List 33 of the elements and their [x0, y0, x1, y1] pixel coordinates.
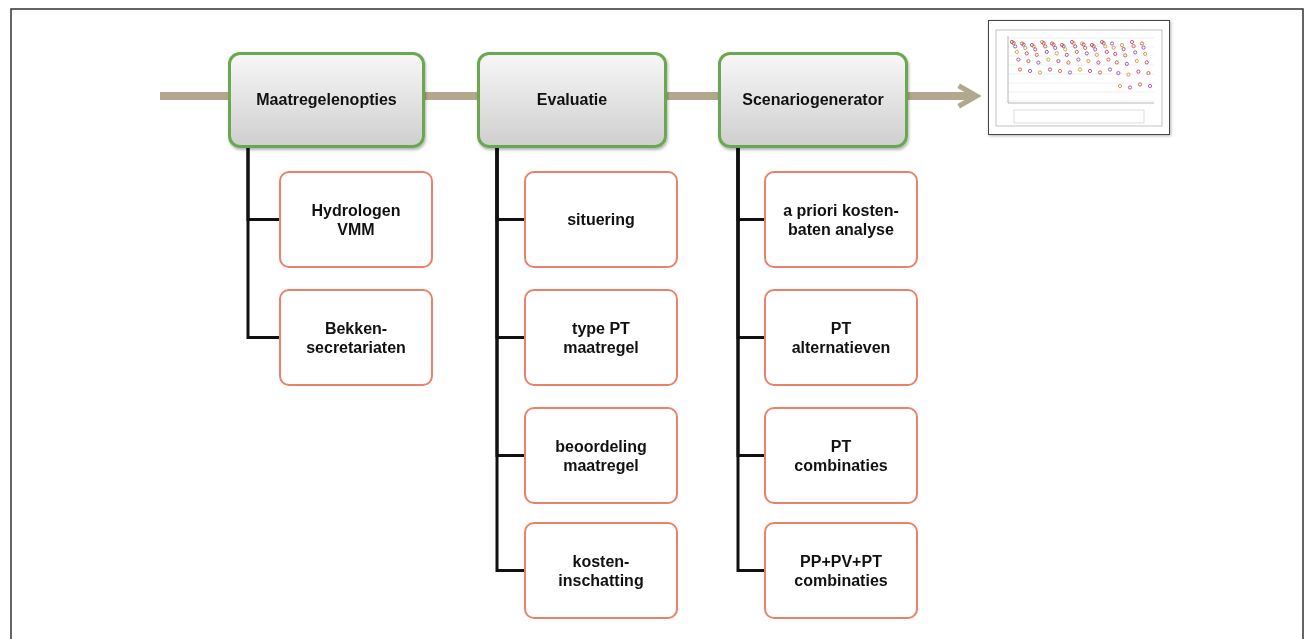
sub-item-box — [524, 522, 678, 619]
box-label: a priori kosten-baten analyse — [782, 200, 900, 239]
tree-connector — [736, 148, 764, 572]
box-label: type PT maatregel — [562, 318, 640, 357]
box-label: situering — [567, 210, 635, 229]
sub-item-box — [524, 289, 678, 386]
box-label: PT alternatieven — [790, 318, 892, 357]
process-box — [228, 52, 425, 148]
sub-item-box — [764, 171, 918, 268]
box-label: Evaluatie — [536, 91, 608, 109]
box-label: Maatregelenopties — [256, 91, 397, 109]
sub-item-box — [524, 171, 678, 268]
chart-thumbnail — [988, 20, 1170, 135]
flow-arrow — [908, 83, 980, 109]
sub-item-box — [764, 289, 918, 386]
tree-connector — [246, 148, 279, 339]
box-label: Scenariogenerator — [742, 91, 884, 109]
box-label: Hydrologen VMM — [310, 200, 402, 239]
sub-item-box — [279, 171, 433, 268]
box-label: beoordeling maatregel — [554, 436, 648, 475]
sub-item-box — [279, 289, 433, 386]
flow-line — [425, 92, 477, 100]
process-box — [718, 52, 908, 148]
process-box — [477, 52, 667, 148]
tree-connector — [495, 148, 524, 572]
sub-item-box — [524, 407, 678, 504]
box-label: PT combinaties — [793, 436, 889, 475]
sub-item-box — [764, 407, 918, 504]
flow-line — [667, 92, 718, 100]
sub-item-box — [764, 522, 918, 619]
box-label: PP+PV+PT combinaties — [793, 551, 889, 590]
box-label: Bekken- secretariaten — [305, 318, 407, 357]
box-label: kosten- inschatting — [557, 551, 645, 590]
